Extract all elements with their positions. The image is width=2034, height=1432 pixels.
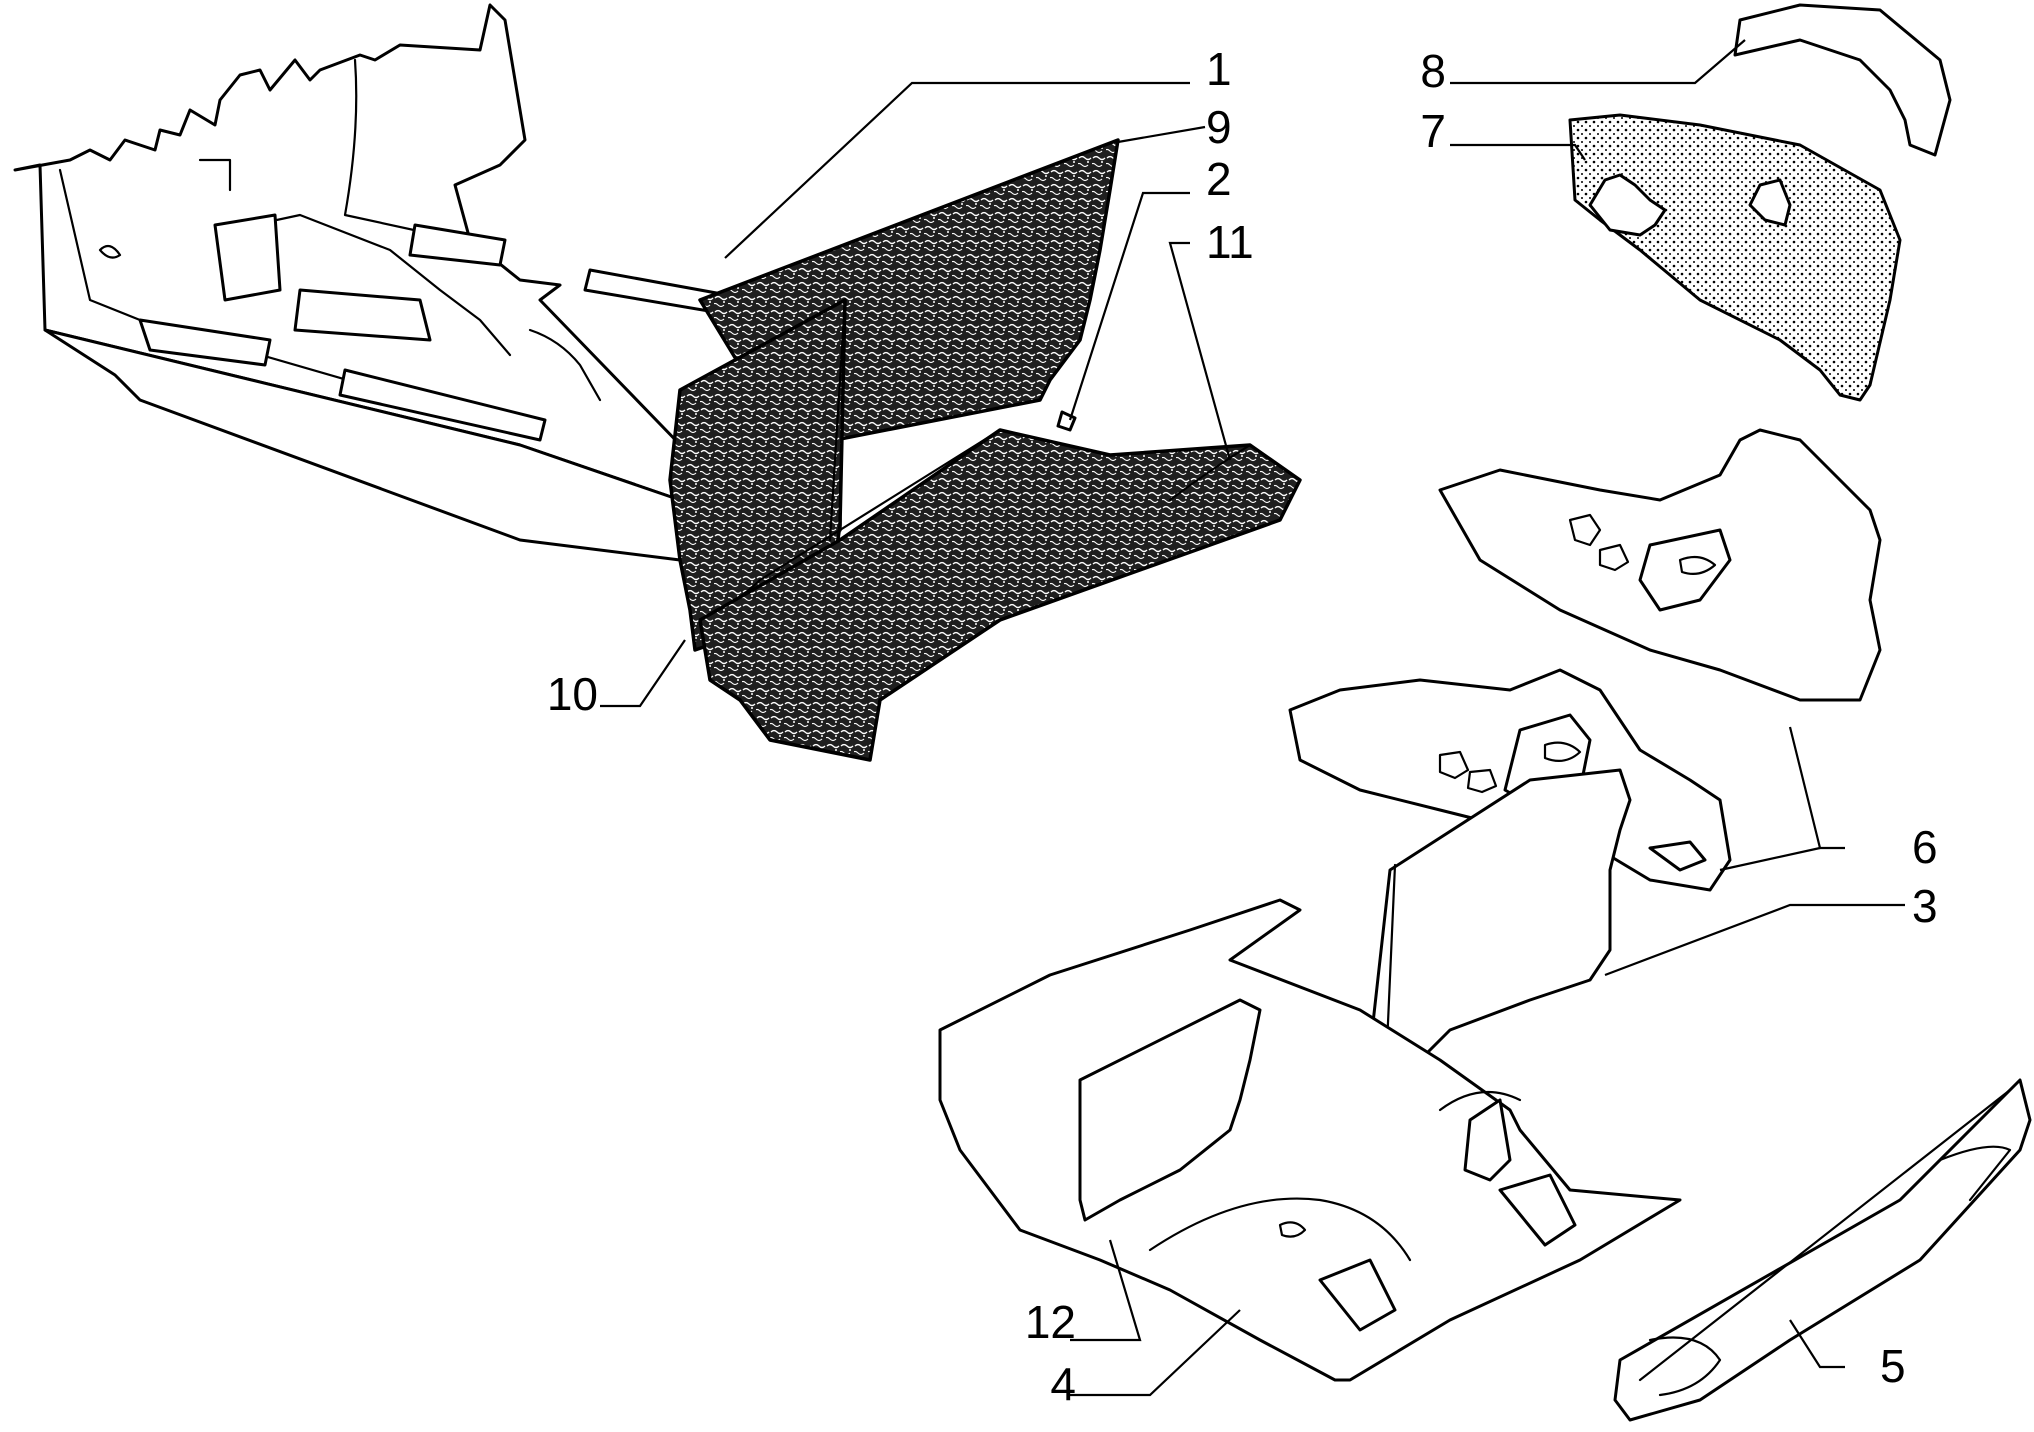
carpet-parts-9-11 bbox=[668, 138, 1302, 762]
floor-panel-part-4 bbox=[938, 898, 1682, 1382]
wheel-arch-part-6-upper bbox=[1438, 428, 1882, 702]
sill-panel-part-5 bbox=[1613, 1078, 2032, 1422]
callout-1: 1 bbox=[1206, 43, 1232, 95]
panel-part-8 bbox=[1733, 3, 1952, 157]
callout-4: 4 bbox=[1050, 1358, 1076, 1410]
callout-11: 11 bbox=[1206, 216, 1254, 268]
callout-3: 3 bbox=[1912, 880, 1938, 932]
callout-8: 8 bbox=[1420, 45, 1446, 97]
callout-9: 9 bbox=[1206, 101, 1232, 153]
callout-5: 5 bbox=[1880, 1340, 1906, 1392]
callout-12: 12 bbox=[1025, 1296, 1076, 1348]
floor-pan-part-1 bbox=[13, 3, 757, 562]
callout-6: 6 bbox=[1912, 821, 1938, 873]
leader-lines bbox=[600, 39, 1905, 1397]
callout-labels: 1 9 2 11 10 8 7 6 3 12 4 5 bbox=[547, 43, 1938, 1410]
insulation-part-7 bbox=[1568, 113, 1902, 402]
callout-10: 10 bbox=[547, 668, 598, 720]
callout-7: 7 bbox=[1420, 105, 1446, 157]
callout-2: 2 bbox=[1206, 153, 1232, 205]
